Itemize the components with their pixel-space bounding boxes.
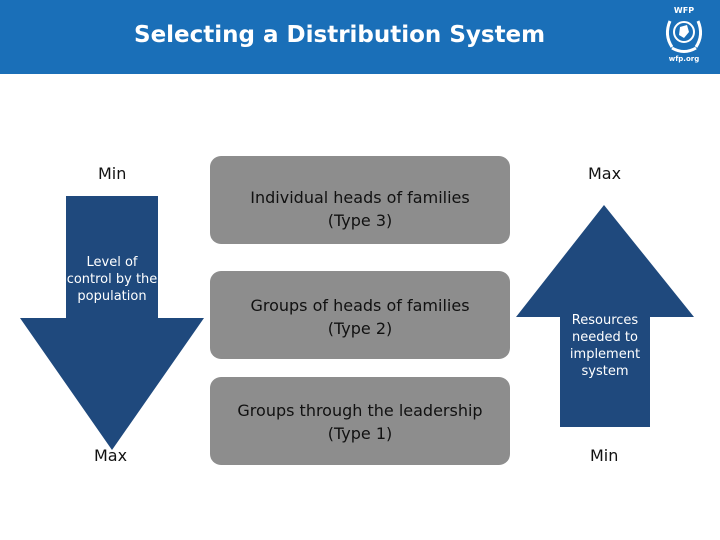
box-type-2-line2: (Type 2) [327, 319, 393, 338]
box-type-3-line2: (Type 3) [327, 211, 393, 230]
right-up-arrow [516, 205, 694, 427]
logo-url: wfp.org [668, 55, 700, 63]
left-arrow-text: Level of control by the population [66, 255, 158, 304]
left-down-arrow [20, 196, 204, 450]
left-bottom-label: Max [94, 446, 128, 465]
box-type-1-line1: Groups through the leadership [237, 401, 483, 420]
wfp-logo: WFP wfp.org [654, 6, 714, 68]
box-type-1-text: Groups through the leadership (Type 1) [210, 399, 510, 445]
box-type-3-line1: Individual heads of families [250, 188, 470, 207]
logo-wordmark: WFP [673, 6, 695, 15]
box-type-1 [210, 377, 510, 465]
header-banner: Selecting a Distribution System WFP wfp.… [0, 0, 720, 74]
box-type-2-line1: Groups of heads of families [250, 296, 470, 315]
box-type-2 [210, 271, 510, 359]
box-type-1-line2: (Type 1) [327, 424, 393, 443]
right-arrow-text: Resources needed to implement system [569, 313, 641, 379]
box-type-3 [210, 156, 510, 244]
right-bottom-label: Min [590, 446, 619, 465]
box-type-2-text: Groups of heads of families (Type 2) [210, 294, 510, 340]
page-title: Selecting a Distribution System [134, 22, 546, 48]
box-type-3-text: Individual heads of families (Type 3) [210, 186, 510, 232]
wheat-hands-icon [665, 20, 703, 53]
left-top-label: Min [98, 164, 127, 183]
right-top-label: Max [588, 164, 622, 183]
